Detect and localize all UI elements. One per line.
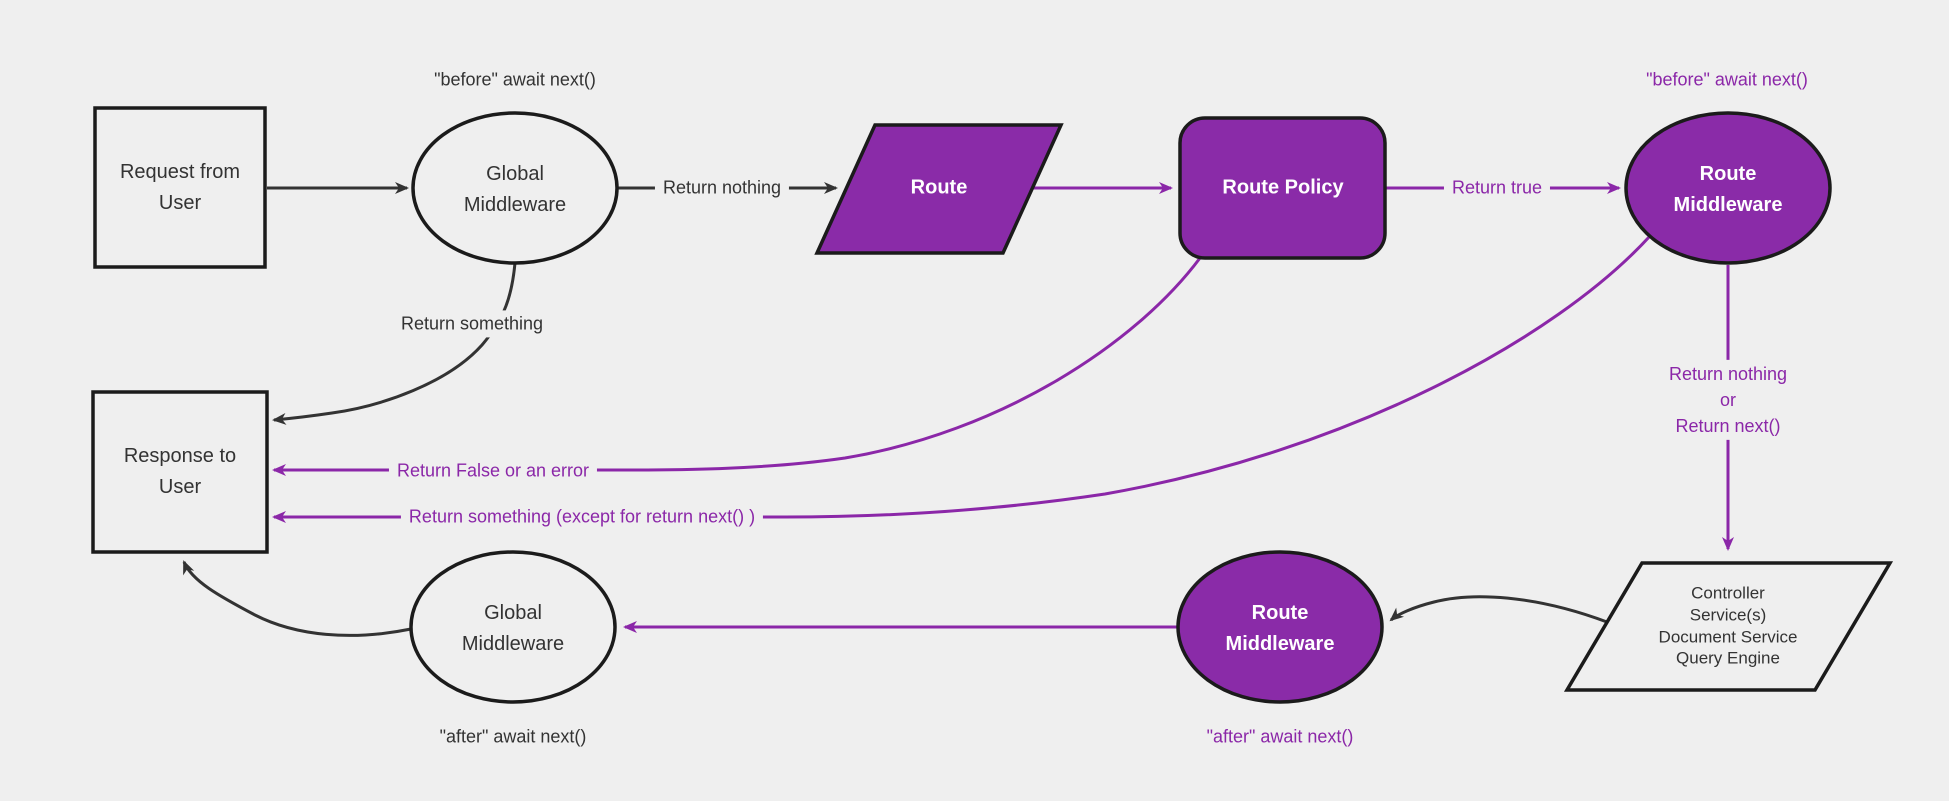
node-request-label: Request from User [119, 161, 241, 214]
node-controller-label: Controller Service(s) Document Service Q… [1658, 583, 1798, 668]
label-after-await-next-right: "after" await next() [1206, 726, 1354, 747]
label-after-await-next-left: "after" await next() [439, 726, 587, 747]
node-route-middleware-bottom-label: Route Middleware [1225, 602, 1335, 655]
node-global-middleware-bottom-label: Global Middleware [461, 602, 565, 655]
label-return-true: Return true [1443, 174, 1551, 202]
edge-controller-to-route-middleware-bottom [1389, 595, 1608, 624]
edge-global-middleware-return-something-to-response [272, 262, 517, 425]
node-global-middleware-top-label: Global Middleware [463, 163, 567, 216]
node-route-middleware-bottom-shape [1176, 550, 1384, 704]
node-route-policy-label: Route Policy [1222, 176, 1344, 199]
edge-route-middleware-return-something-to-response [272, 234, 1652, 523]
node-route-shape [814, 123, 1064, 255]
node-route-middleware-top-label: Route Middleware [1673, 163, 1783, 216]
edge-global-middleware-bottom-to-response [182, 560, 412, 637]
label-return-something: Return something [392, 310, 552, 338]
label-return-something-except: Return something (except for return next… [400, 503, 764, 531]
node-controller-shape [1563, 561, 1894, 692]
node-route-middleware-top-shape [1624, 111, 1832, 265]
label-return-nothing-or-next: Return nothing or Return next() [1660, 359, 1796, 441]
node-response-label: Response to User [123, 445, 237, 498]
node-route-label: Route [910, 176, 968, 199]
label-before-await-next-right: "before" await next() [1646, 69, 1808, 90]
node-request-shape [93, 106, 267, 269]
label-before-await-next-top: "before" await next() [434, 69, 596, 90]
label-return-false-or-error: Return False or an error [388, 457, 598, 485]
node-global-middleware-bottom-shape [409, 550, 617, 704]
node-route-policy-shape [1178, 116, 1387, 260]
node-global-middleware-top-shape [411, 111, 619, 265]
node-response-shape [91, 390, 269, 554]
label-return-nothing: Return nothing [654, 174, 790, 202]
edge-route-policy-return-false-to-response [272, 257, 1202, 476]
